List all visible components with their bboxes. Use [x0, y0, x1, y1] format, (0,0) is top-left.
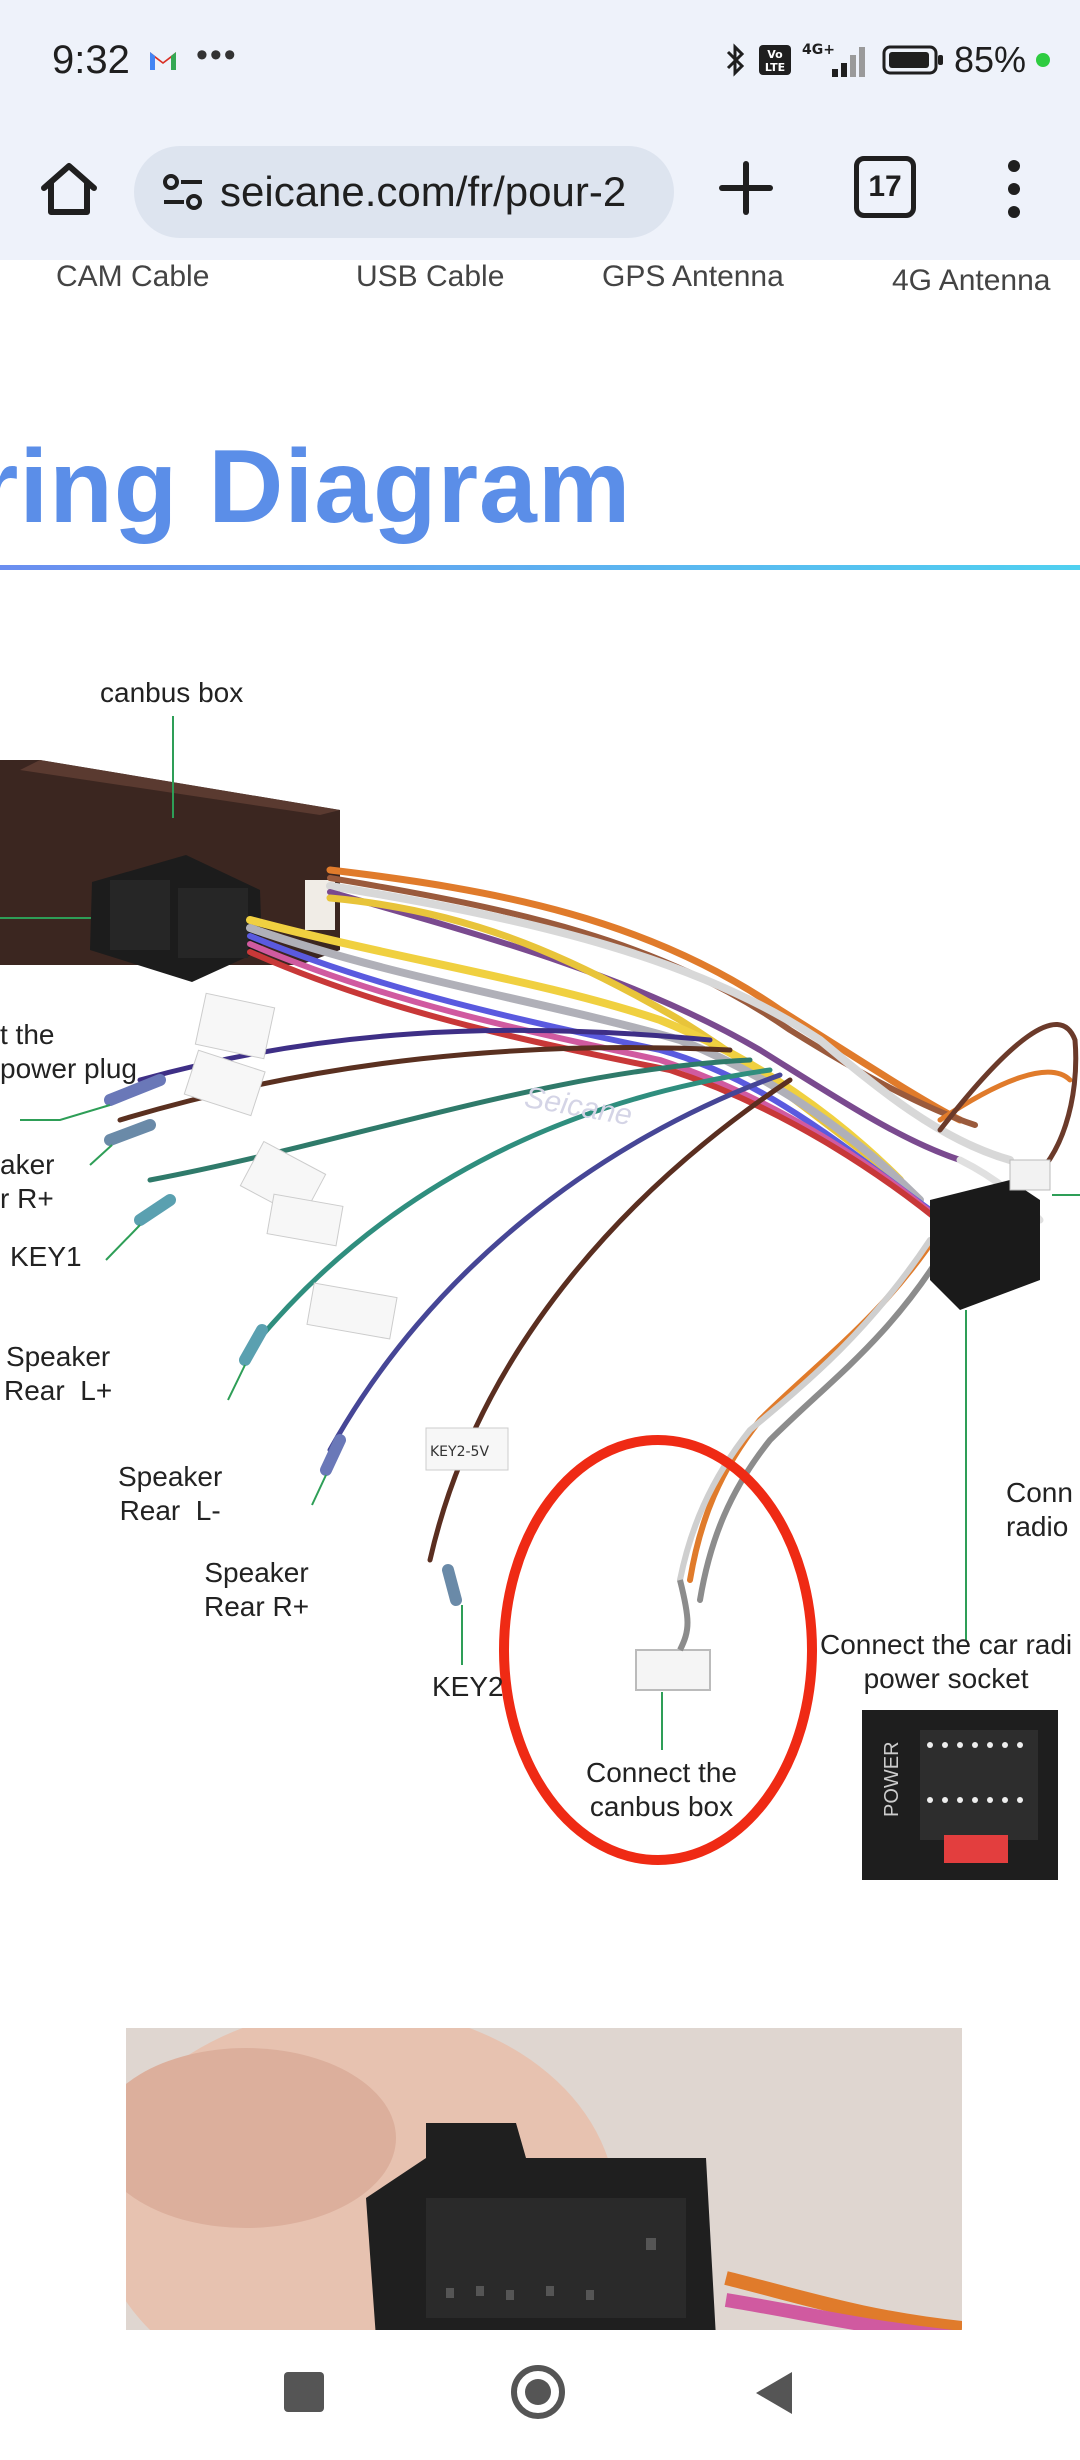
- label-connect-radio: Conn radio: [1006, 1477, 1073, 1542]
- home-button[interactable]: [34, 154, 104, 224]
- label-key2: KEY2: [432, 1671, 504, 1702]
- home-nav-button[interactable]: [510, 2364, 566, 2420]
- accessory-label-gps-antenna: GPS Antenna: [602, 260, 784, 293]
- wire-labels-illustration: [183, 992, 509, 1471]
- svg-text:Vo: Vo: [767, 48, 783, 61]
- bluetooth-icon: [726, 43, 745, 77]
- label-speaker-rear-l-minus: Speaker Rear L-: [118, 1461, 223, 1526]
- power-socket-text: POWER: [881, 1741, 903, 1817]
- product-photo: [126, 2028, 962, 2330]
- title-divider: [0, 565, 1080, 570]
- label-canbus-box: canbus box: [100, 677, 244, 708]
- radio-connector-illustration: [930, 1159, 1051, 1310]
- red-highlight-circle: [499, 1435, 817, 1865]
- svg-text:4G+: 4G+: [802, 42, 835, 58]
- site-settings-icon[interactable]: [162, 172, 204, 212]
- tab-switcher-button[interactable]: 17: [854, 156, 916, 218]
- label-speaker-rear-l-plus: Speaker Rear L+: [4, 1341, 113, 1406]
- recents-button[interactable]: [284, 2372, 324, 2412]
- label-power-plug: t the power plug: [0, 1019, 137, 1084]
- back-button[interactable]: [752, 2370, 796, 2416]
- signal-4g-icon: 4G+: [802, 42, 865, 77]
- web-page-content: CAM Cable USB Cable GPS Antenna 4G Anten…: [0, 260, 1080, 2330]
- accessory-label-usb-cable: USB Cable: [356, 260, 505, 293]
- svg-text:LTE: LTE: [765, 61, 785, 74]
- power-socket-inset: [862, 1710, 1058, 1880]
- label-speaker-rear-r-plus-left: aker r R+: [0, 1149, 55, 1214]
- battery-percent: 85%: [953, 39, 1026, 80]
- url-text: seicane.com/fr/pour-2: [220, 168, 627, 215]
- status-time: 9:32: [52, 38, 130, 82]
- main-plug-illustration: [90, 855, 262, 982]
- label-speaker-rear-r-plus: Speaker Rear R+: [204, 1557, 310, 1622]
- label-connect-canbus-box: Connect the canbus box: [586, 1757, 737, 1822]
- wiring-diagram-graphic: KEY2-5V: [0, 716, 1080, 1880]
- system-navigation-bar: [0, 2330, 1080, 2460]
- canbus-connector-illustration: [635, 1579, 711, 1691]
- label-connect-radio-power-socket: Connect the car radi power socket: [820, 1629, 1073, 1694]
- gmail-icon: [150, 52, 176, 70]
- more-options-icon[interactable]: [994, 154, 1034, 224]
- accessory-label-4g-antenna: 4G Antenna: [892, 264, 1051, 297]
- address-bar[interactable]: seicane.com/fr/pour-2: [134, 146, 674, 238]
- accessory-label-cam-cable: CAM Cable: [56, 260, 210, 293]
- more-dots-icon: •••: [196, 36, 238, 74]
- new-tab-button[interactable]: [716, 158, 776, 218]
- label-key1: KEY1: [10, 1241, 82, 1272]
- wiring-diagram-image: KEY2-5V canbus box t the power plug aker…: [0, 620, 1080, 2260]
- section-title: iring Diagram: [0, 429, 632, 545]
- battery-icon: [882, 45, 943, 75]
- privacy-indicator-dot: [1036, 53, 1050, 67]
- key2-5v-tag-text: KEY2-5V: [430, 1444, 489, 1460]
- connector-photo-graphic: [126, 2028, 962, 2330]
- browser-toolbar: seicane.com/fr/pour-2 17: [0, 124, 1080, 262]
